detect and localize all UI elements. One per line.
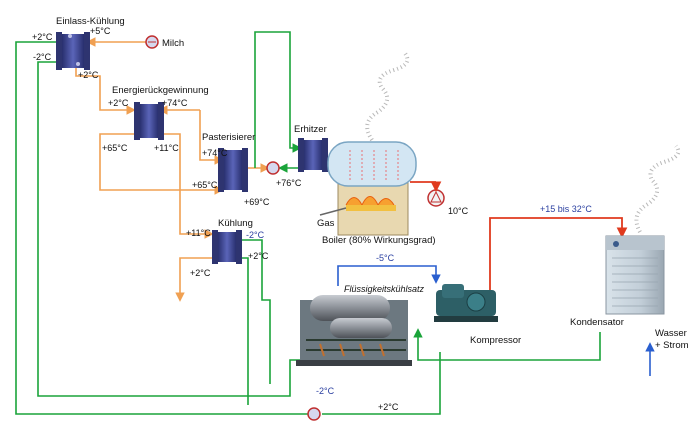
temp-label: +69°C bbox=[244, 197, 270, 207]
label-fluessigkeitskuehlsatz: Flüssigkeitskühlsatz bbox=[344, 284, 425, 294]
heat-exchanger-energie bbox=[134, 102, 164, 140]
heat-exchanger-kuehlung bbox=[212, 230, 242, 264]
label-kuehlung: Kühlung bbox=[218, 218, 253, 229]
temp-label: +74°C bbox=[202, 148, 228, 158]
smoke-icon-boiler bbox=[365, 50, 410, 142]
temp-label: -5°C bbox=[376, 253, 395, 263]
temp-label: +15 bis 32°C bbox=[540, 204, 592, 214]
label-pasterisierer: Pasterisierer bbox=[202, 132, 255, 143]
labels: Einlass-Kühlung Energierückgewinnung Pas… bbox=[32, 16, 689, 412]
temp-label: +65°C bbox=[102, 143, 128, 153]
condenser-icon bbox=[605, 235, 665, 315]
label-strom: + Strom bbox=[655, 340, 689, 351]
chiller-icon bbox=[296, 295, 412, 366]
temp-label: +5°C bbox=[90, 26, 111, 36]
temp-label: -2°C bbox=[33, 52, 52, 62]
pump-icon-boiler bbox=[427, 181, 445, 207]
temp-label: +2°C bbox=[190, 268, 211, 278]
boiler-icon bbox=[319, 141, 436, 236]
pump-icon-bottom bbox=[307, 407, 321, 421]
temp-label: +74°C bbox=[162, 98, 188, 108]
temp-label: +11°C bbox=[154, 143, 179, 153]
label-erhitzer: Erhitzer bbox=[294, 124, 327, 135]
label-boiler: Boiler (80% Wirkungsgrad) bbox=[322, 235, 436, 246]
label-milch: Milch bbox=[162, 38, 184, 49]
milk-lines bbox=[75, 37, 270, 302]
temp-label: +2°C bbox=[248, 251, 269, 261]
compressor-icon bbox=[434, 284, 498, 322]
smoke-icon-condenser bbox=[634, 144, 681, 233]
label-wasser: Wasser bbox=[655, 328, 687, 339]
temp-label: +2°C bbox=[378, 402, 399, 412]
heat-exchanger-erhitzer bbox=[298, 138, 328, 172]
temp-label: -2°C bbox=[246, 230, 265, 240]
temp-label: 10°C bbox=[448, 206, 469, 216]
pump-icon-milch bbox=[145, 35, 159, 49]
refrigerant-lines bbox=[337, 217, 655, 376]
temp-label: +2°C bbox=[78, 70, 99, 80]
temp-label: +11°C bbox=[186, 228, 211, 238]
pump-icon-erhitzer bbox=[266, 161, 280, 175]
temp-label: +65°C bbox=[192, 180, 218, 190]
heat-exchanger-pasterisierer bbox=[218, 148, 248, 192]
temp-label: +2°C bbox=[108, 98, 129, 108]
label-einlass-kuehlung: Einlass-Kühlung bbox=[56, 16, 125, 27]
label-kompressor: Kompressor bbox=[470, 335, 521, 346]
temp-label: +76°C bbox=[276, 178, 302, 188]
temp-label: -2°C bbox=[316, 386, 335, 396]
label-energierueckgewinnung: Energierückgewinnung bbox=[112, 85, 209, 96]
glycol-lines bbox=[15, 31, 601, 415]
label-gas: Gas bbox=[317, 218, 335, 229]
label-kondensator: Kondensator bbox=[570, 317, 624, 328]
heat-exchanger-einlass bbox=[56, 32, 90, 70]
temp-label: +2°C bbox=[32, 32, 53, 42]
